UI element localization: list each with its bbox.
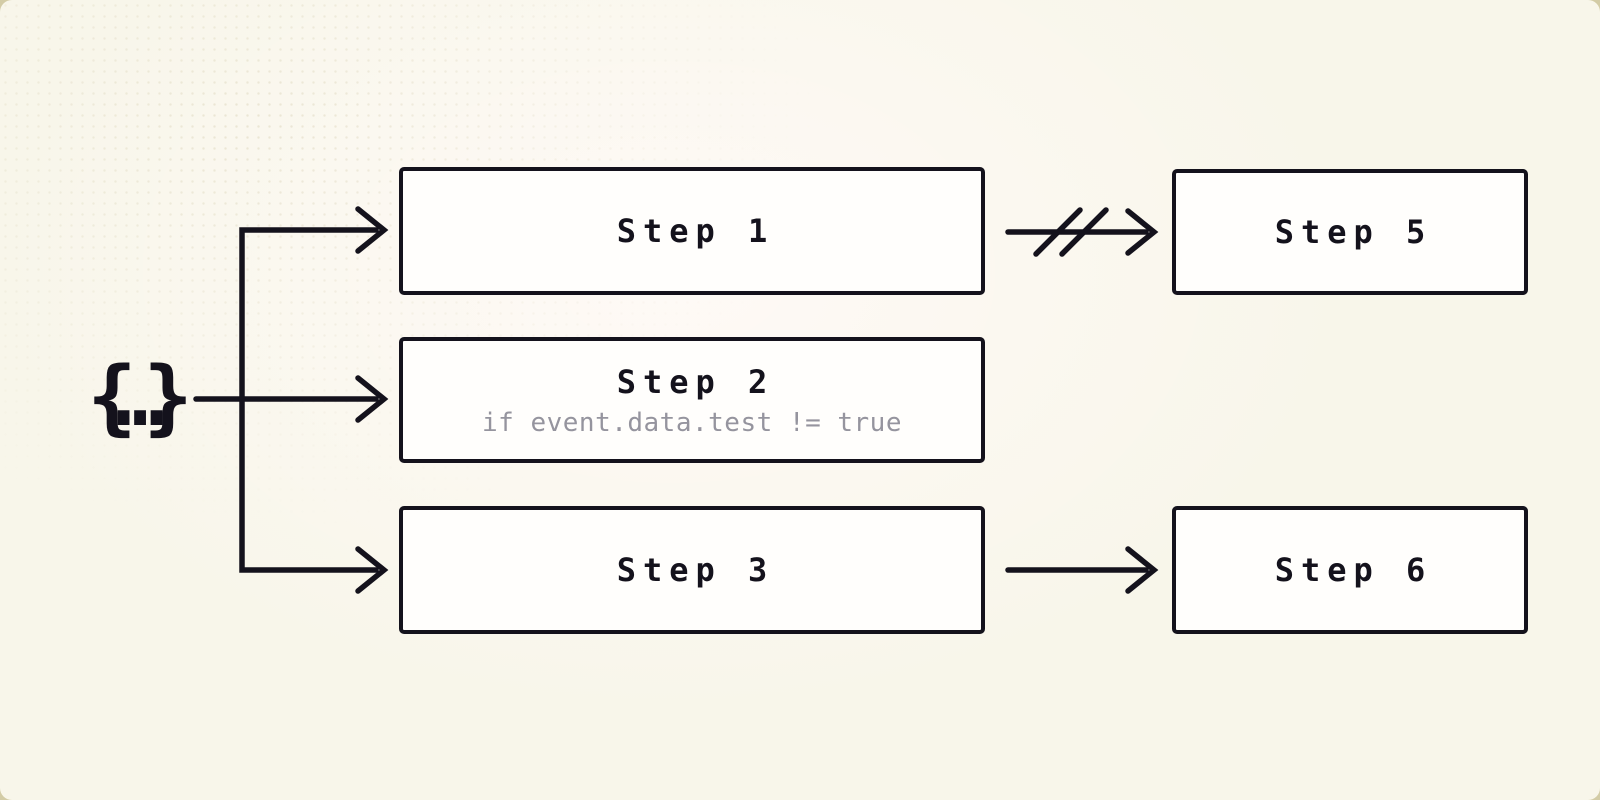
arrowhead-step5	[1125, 208, 1159, 256]
arrowhead-step1	[355, 206, 389, 254]
step-condition: if event.data.test != true	[482, 407, 902, 438]
arrowhead-step3	[355, 546, 389, 594]
trigger-node: {…}	[62, 348, 192, 448]
step-label: Step 6	[1274, 551, 1433, 589]
step-node-6: Step 6	[1172, 506, 1528, 634]
step-label: Step 3	[616, 551, 775, 589]
broken-slash-2	[1059, 207, 1109, 257]
step-label: Step 5	[1274, 213, 1433, 251]
step-node-3: Step 3	[399, 506, 985, 634]
step-node-2: Step 2 if event.data.test != true	[399, 337, 985, 463]
step-label: Step 1	[616, 212, 775, 250]
step-label: Step 2	[616, 362, 775, 401]
step-node-1: Step 1	[399, 167, 985, 295]
step-node-5: Step 5	[1172, 169, 1528, 295]
broken-slash-1	[1033, 207, 1083, 257]
arrowhead-step6	[1125, 546, 1159, 594]
trigger-event-symbol: {…}	[87, 350, 192, 445]
arrowhead-step2	[355, 375, 389, 423]
